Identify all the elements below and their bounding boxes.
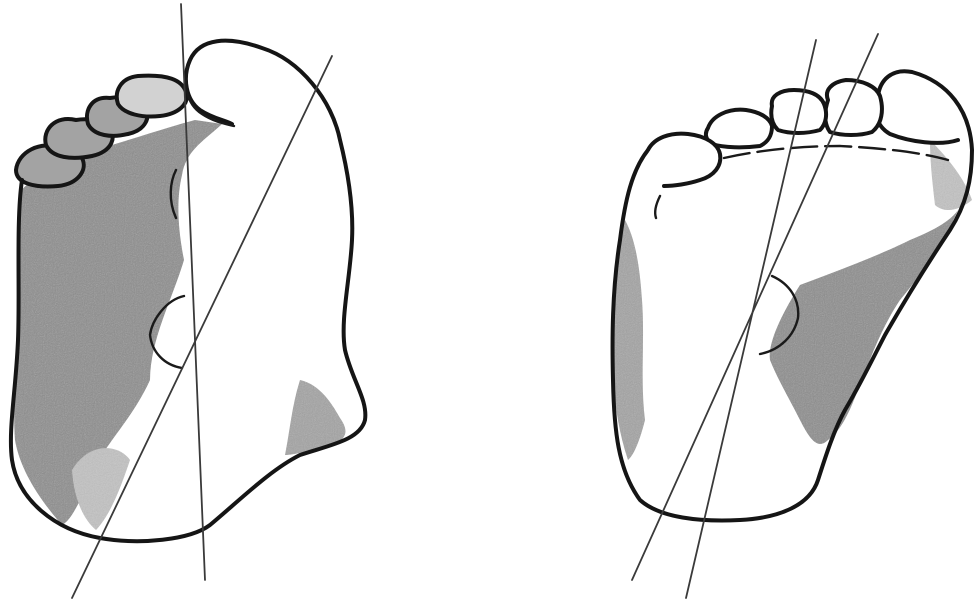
right-foot: [613, 34, 972, 598]
left-foot-toe-2: [117, 76, 187, 117]
right-foot-toe-5: [648, 134, 720, 186]
right-foot-toe-4: [706, 110, 772, 148]
left-foot: [11, 4, 365, 598]
right-foot-shading: [770, 210, 958, 444]
right-foot-big-toe: [875, 96, 958, 143]
left-foot-heel-shade: [72, 448, 130, 530]
right-foot-inner-mark: [655, 196, 660, 218]
left-foot-axis-vertical: [181, 4, 205, 580]
